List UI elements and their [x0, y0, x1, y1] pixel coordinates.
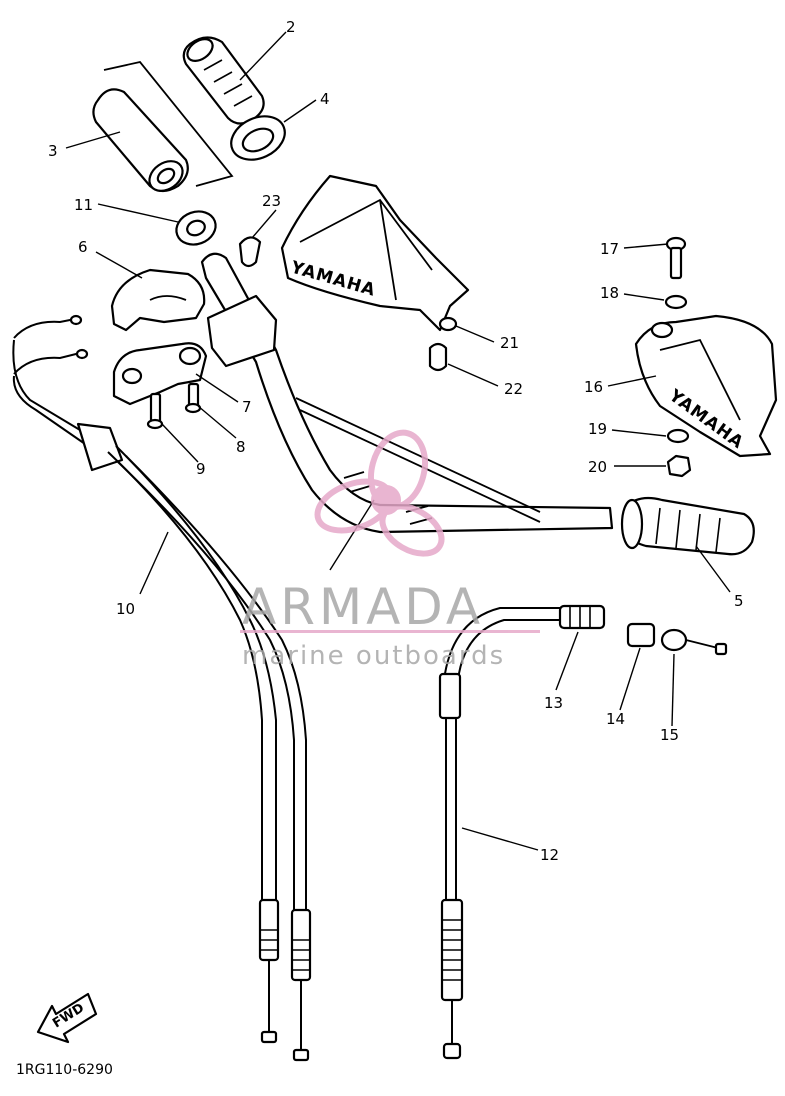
collar — [175, 210, 217, 246]
callout-12: 12 — [540, 846, 559, 864]
callout-19: 19 — [588, 420, 607, 438]
callout-20: 20 — [588, 458, 607, 476]
callout-17: 17 — [600, 240, 619, 258]
callout-13: 13 — [544, 694, 563, 712]
watermark: ARMADA marine outboards — [240, 429, 540, 671]
watermark-tagline: marine outboards — [242, 641, 505, 671]
callout-18: 18 — [600, 284, 619, 302]
throttle-housing-upper — [110, 268, 206, 332]
clutch-cable — [438, 607, 560, 1060]
right-grip — [620, 496, 755, 556]
callout-9: 9 — [196, 460, 206, 478]
spacer — [428, 342, 448, 372]
callout-14: 14 — [606, 710, 625, 728]
callout-23: 23 — [262, 192, 281, 210]
washer-19 — [666, 428, 690, 444]
callout-10: 10 — [116, 600, 135, 618]
callout-15: 15 — [660, 726, 679, 744]
bolt-17 — [665, 236, 687, 280]
callout-21: 21 — [500, 334, 519, 352]
watermark-logo — [314, 429, 445, 557]
callout-16: 16 — [584, 378, 603, 396]
watermark-name: ARMADA — [242, 578, 484, 636]
callout-8: 8 — [236, 438, 246, 456]
locknut-14 — [626, 622, 656, 648]
bracket-line — [103, 61, 234, 187]
nut-20 — [666, 454, 692, 478]
callout-3: 3 — [48, 142, 58, 160]
hand-guard-left: YAMAHA — [280, 174, 470, 332]
callout-6: 6 — [78, 238, 88, 256]
leader-lines — [65, 31, 731, 851]
left-grip — [182, 36, 265, 125]
callout-7: 7 — [242, 398, 252, 416]
callout-22: 22 — [504, 380, 523, 398]
screw-9 — [146, 392, 164, 430]
throttle-grip-sleeve — [92, 88, 189, 193]
drawing-code: 1RG110-6290 — [16, 1062, 113, 1078]
callout-2: 2 — [286, 18, 296, 36]
handlebar — [200, 252, 614, 534]
grip-end-washer — [230, 115, 286, 161]
throttle-housing-lower — [112, 342, 208, 406]
callout-5: 5 — [734, 592, 744, 610]
callout-4: 4 — [320, 90, 330, 108]
bar-end-cap — [238, 236, 262, 268]
throttle-cables — [12, 314, 312, 1062]
screw-8 — [184, 382, 202, 414]
watermark-underline — [240, 630, 540, 633]
callout-numbers: 2 4 3 11 23 6 7 8 9 10 17 18 16 19 20 21… — [48, 18, 744, 864]
cable-adjuster-13 — [558, 604, 606, 630]
fwd-arrow: FWD — [36, 992, 98, 1044]
adjuster-15 — [660, 628, 728, 656]
callout-11: 11 — [74, 196, 93, 214]
washer-18 — [664, 294, 688, 310]
